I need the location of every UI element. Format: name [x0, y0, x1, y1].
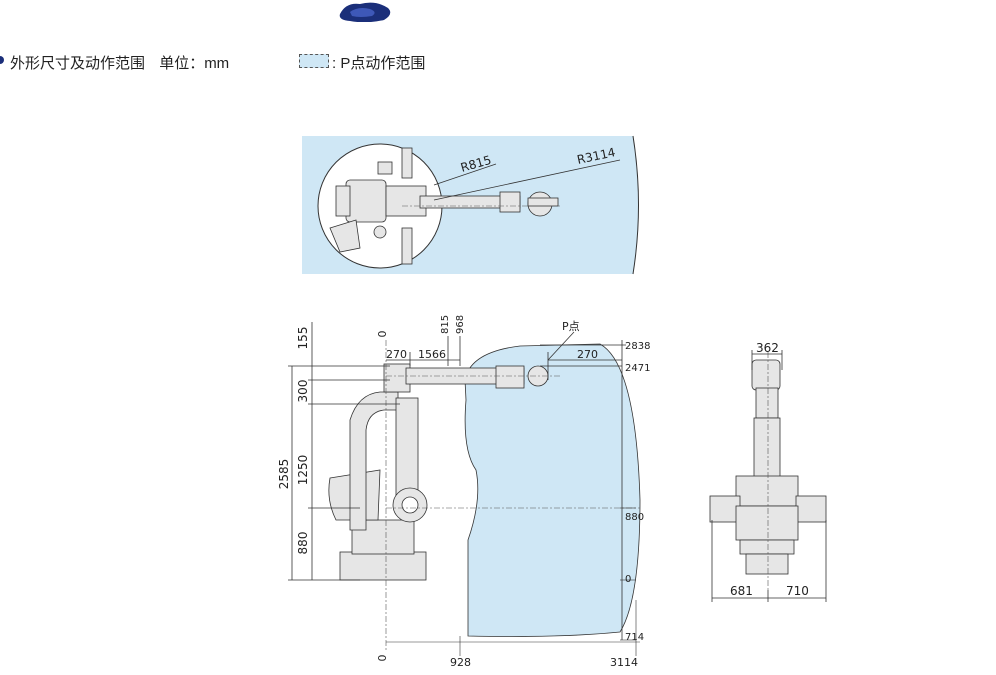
r3114-leader	[433, 159, 621, 201]
page-title: 外形尺寸及动作范围 单位：mm	[10, 52, 239, 73]
level-880: 880	[625, 512, 644, 523]
dim-1250: 1250	[296, 455, 310, 486]
dim-928: 928	[450, 656, 471, 669]
robot-thumbnail-icon	[339, 2, 391, 22]
dim-362: 362	[756, 341, 779, 355]
level-2838: 2838	[625, 341, 650, 352]
title-text: 外形尺寸及动作范围	[10, 55, 146, 72]
top-dimension-lines	[386, 331, 626, 640]
dim-968: 968	[455, 315, 466, 334]
unit-text: 单位：mm	[159, 55, 230, 72]
left-dimension-lines	[288, 322, 400, 581]
front-view-robot	[709, 359, 827, 575]
bullet-icon	[0, 56, 4, 64]
r815-leader	[433, 163, 497, 186]
header: 外形尺寸及动作范围 单位：mm : P点动作范围	[0, 50, 996, 74]
front-dimension-lines	[711, 350, 827, 602]
level-0: 0	[625, 574, 631, 585]
right-level-lines	[386, 507, 640, 656]
zero-bottom: 0	[376, 655, 389, 662]
level-2471: 2471	[625, 363, 650, 374]
legend-swatch	[299, 54, 329, 68]
dim-300: 300	[296, 380, 310, 403]
dim-681: 681	[730, 584, 753, 598]
front-view: 362 681 710	[709, 341, 827, 602]
side-view-robot	[328, 363, 549, 581]
zero-top: 0	[376, 331, 389, 338]
dim-815: 815	[440, 315, 451, 334]
side-view: 155 300 1250 880 2585 270 1566 270 815 9…	[277, 315, 650, 669]
level-714: 714	[625, 632, 644, 643]
dim-880: 880	[296, 532, 310, 555]
side-view-range	[464, 343, 641, 637]
dim-710: 710	[786, 584, 809, 598]
top-view-outer-arc	[632, 135, 639, 275]
dim-1566: 1566	[418, 348, 446, 361]
top-view: R815 R3114	[302, 135, 639, 275]
legend-text: : P点动作范围	[332, 55, 426, 72]
dim-3114: 3114	[610, 656, 638, 669]
top-view-robot	[329, 147, 559, 265]
dim-155: 155	[296, 327, 310, 350]
dim-270-left: 270	[386, 348, 407, 361]
dim-270-right: 270	[577, 348, 598, 361]
label-p-point: P点	[562, 320, 580, 333]
dim-2585: 2585	[277, 459, 291, 490]
